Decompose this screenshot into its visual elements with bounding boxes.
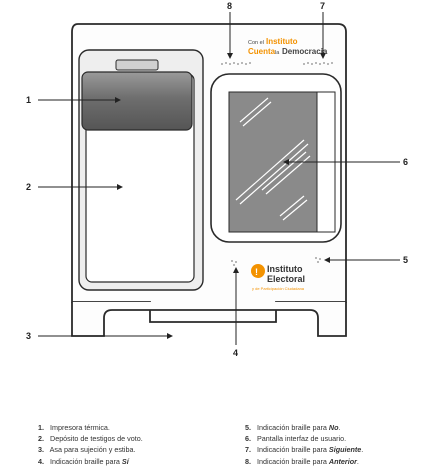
legend-item-4: 4. Indicación braille para Sí [38, 456, 129, 466]
callout-7: 7 [320, 1, 325, 11]
braille-no [315, 257, 321, 263]
legend-left: 1. Impresora térmica. 2. Depósito de tes… [38, 422, 143, 467]
voting-machine-diagram: Con el Instituto Cuenta la Democracia ! … [26, 1, 408, 358]
legend-item-8: 8. Indicación braille para Anterior. [245, 456, 359, 466]
logo-top-prefix: Con el [248, 40, 264, 46]
legend-item-7: 7. Indicación braille para Siguiente. [245, 445, 364, 455]
democracy-logo: Con el Instituto Cuenta la Democracia [248, 37, 328, 56]
thermal-printer [81, 71, 193, 131]
legend-right: 5. Indicación braille para No. 6. Pantal… [245, 422, 363, 467]
logo-top-instituto: Instituto [266, 37, 298, 46]
logo-top-cuenta: Cuenta [248, 47, 276, 56]
callout-lines [38, 12, 400, 345]
callout-8: 8 [227, 1, 232, 11]
callout-4: 4 [233, 348, 238, 358]
legend-item-2: 2. Depósito de testigos de voto. [38, 434, 143, 444]
logo-top-democracia: Democracia [282, 47, 328, 56]
logo-bottom-electoral: Electoral [267, 274, 305, 284]
electoral-institute-logo: ! Instituto Electoral y de Participación… [251, 264, 305, 291]
legend-item-5: 5. Indicación braille para No. [245, 423, 341, 432]
braille-next [303, 62, 333, 65]
screen-glare [235, 97, 311, 221]
braille-yes [231, 260, 237, 266]
carrying-handle [71, 302, 347, 337]
legend-item-6: 6. Pantalla interfaz de usuario. [245, 434, 347, 444]
legend-item-1: 1. Impresora térmica. [38, 423, 110, 432]
printer-slot [115, 59, 159, 71]
callout-6: 6 [403, 157, 408, 167]
callout-5: 5 [403, 255, 408, 265]
logo-bottom-subtitle: y de Participación Ciudadana [252, 286, 305, 291]
logo-top-la: la [275, 50, 280, 56]
legend-item-3: 3. Asa para sujeción y estiba. [38, 445, 136, 455]
callout-2: 2 [26, 182, 31, 192]
callout-1: 1 [26, 95, 31, 105]
institute-emblem-icon [251, 264, 265, 278]
logo-bottom-instituto: Instituto [267, 264, 303, 274]
svg-text:!: ! [255, 267, 258, 277]
braille-previous [221, 62, 251, 65]
callout-3: 3 [26, 331, 31, 341]
